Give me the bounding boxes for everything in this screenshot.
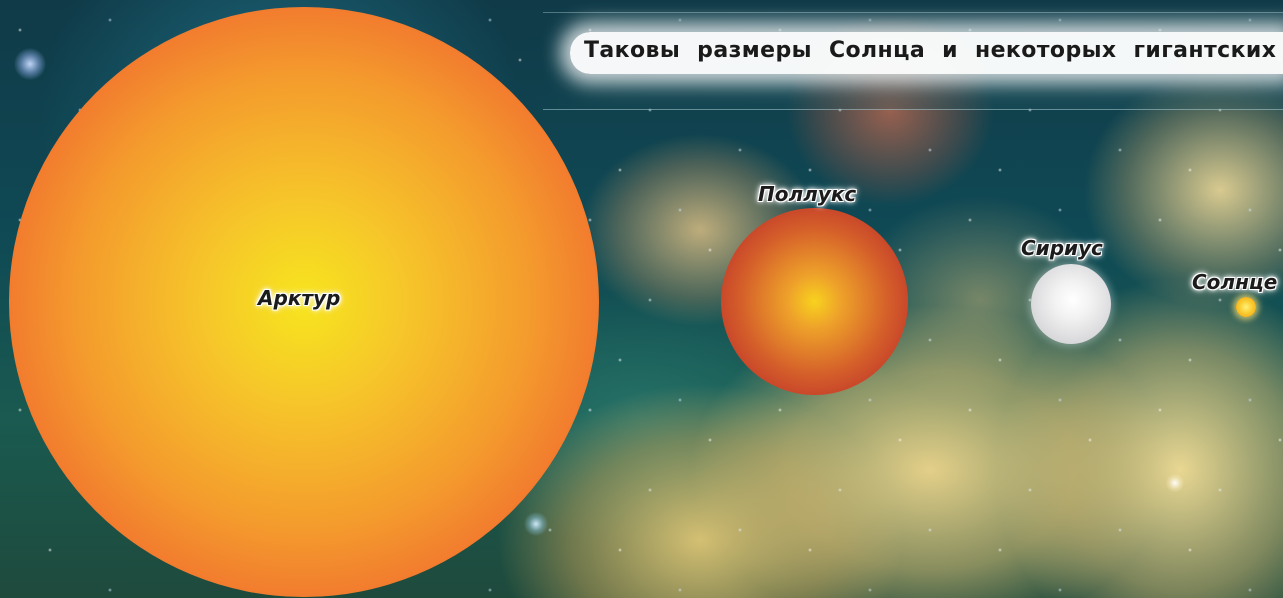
arcturus-star [9, 7, 599, 597]
distant-star-icon [14, 48, 46, 80]
sirius-label: Сириус [1021, 236, 1103, 260]
arcturus-label: Арктур [258, 286, 341, 310]
distant-star-icon [524, 512, 548, 536]
caption-text: Таковы размеры Солнца и некоторых гигант… [584, 38, 1283, 63]
distant-star-icon [1166, 474, 1184, 492]
pollux-star [721, 208, 908, 395]
pollux-label: Поллукс [758, 182, 857, 206]
sun-star [1236, 297, 1256, 317]
caption-backdrop [570, 32, 1283, 74]
sun-label: Солнце [1192, 270, 1278, 294]
sirius-star [1031, 264, 1111, 344]
